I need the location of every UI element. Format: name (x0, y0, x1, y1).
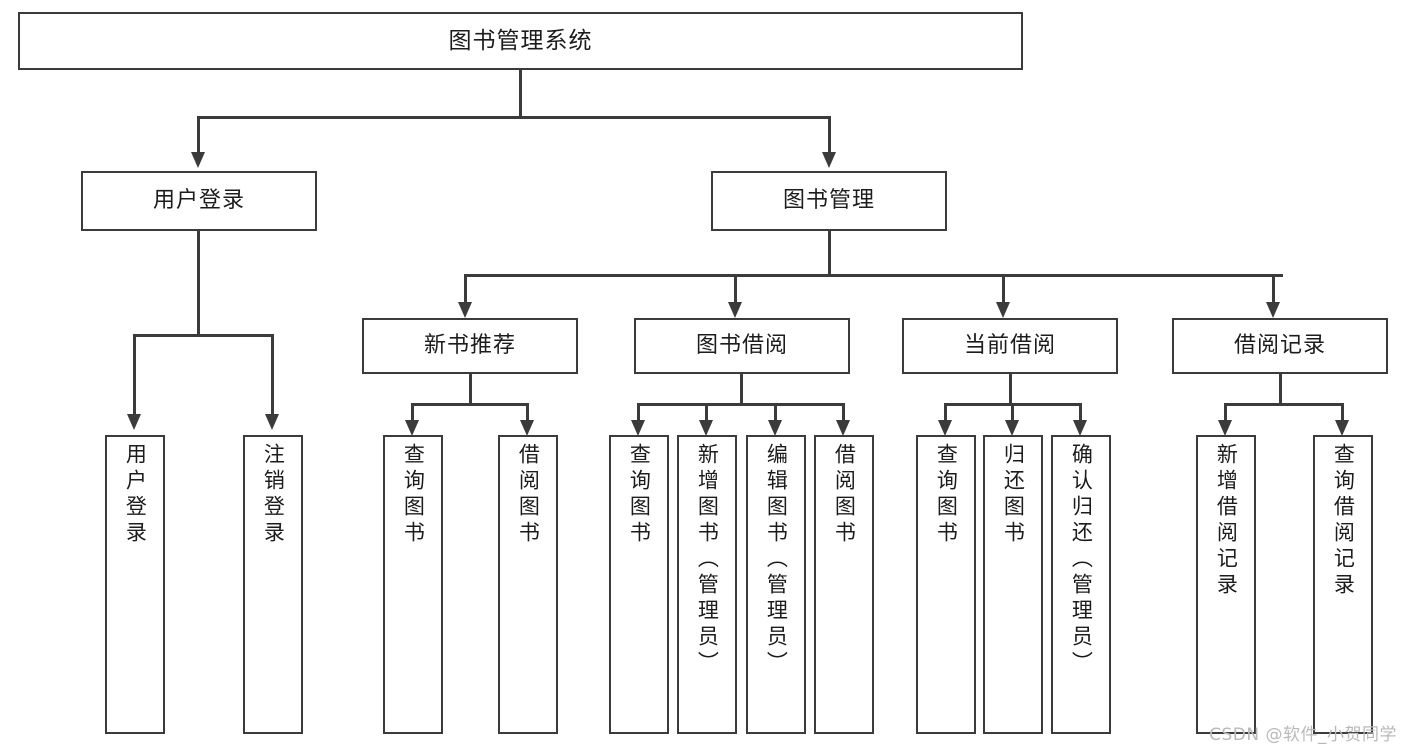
arrowhead-leaf-book-borrow-3 (768, 420, 782, 436)
node-label: 借阅记录 (1233, 333, 1326, 358)
leaf-book-borrow-borrow[interactable]: 借阅图书 (814, 435, 874, 734)
arrowhead-leaf-user-login-1 (127, 414, 141, 430)
connector-drop-book-management (828, 116, 831, 156)
connector-drop-leaf-new-book-1 (411, 403, 414, 425)
arrowhead-user-login (191, 152, 205, 168)
connector-drop-leaf-book-borrow-3 (774, 403, 777, 425)
leaf-user-login-login[interactable]: 用户登录 (105, 435, 165, 734)
node-new-book-recommend[interactable]: 新书推荐 (362, 318, 578, 374)
arrowhead-book-borrow (728, 302, 742, 318)
arrowhead-leaf-borrow-record-1 (1218, 420, 1232, 436)
arrowhead-leaf-current-borrow-3 (1073, 420, 1087, 436)
connector-current-borrow-stem (1009, 374, 1012, 404)
leaf-label: 新增借阅记录 (1214, 443, 1239, 599)
connector-book-borrow-bus (638, 403, 844, 406)
connector-drop-leaf-current-borrow-3 (1079, 403, 1082, 425)
connector-root-stem (519, 70, 522, 118)
leaf-label: 借阅图书 (516, 443, 541, 547)
connector-drop-leaf-user-login-2 (271, 334, 274, 418)
leaf-label: 注销登录 (261, 443, 286, 547)
node-label: 图书管理 (782, 188, 875, 213)
leaf-label: 用户登录 (123, 443, 148, 547)
node-label: 当前借阅 (963, 333, 1056, 358)
arrowhead-new-book (458, 302, 472, 318)
connector-user-login-stem (197, 231, 200, 335)
leaf-label: 新增图书（管理员） (695, 443, 720, 677)
connector-level2-bus (198, 116, 830, 119)
connector-drop-leaf-current-borrow-2 (1011, 403, 1014, 425)
node-label: 用户登录 (152, 188, 245, 213)
connector-user-login-bus (134, 334, 273, 337)
arrowhead-leaf-user-login-2 (265, 414, 279, 430)
leaf-label: 归还图书 (1001, 443, 1026, 547)
arrowhead-leaf-current-borrow-1 (938, 420, 952, 436)
arrowhead-borrow-record (1266, 302, 1280, 318)
node-label: 图书管理系统 (448, 27, 593, 54)
connector-drop-borrow-record (1272, 274, 1275, 306)
connector-borrow-record-stem (1279, 374, 1282, 404)
arrowhead-leaf-borrow-record-2 (1335, 420, 1349, 436)
connector-borrow-record-bus (1225, 403, 1343, 406)
arrowhead-leaf-new-book-2 (520, 420, 534, 436)
connector-book-borrow-stem (740, 374, 743, 404)
leaf-current-borrow-query[interactable]: 查询图书 (916, 435, 976, 734)
connector-drop-leaf-book-borrow-4 (842, 403, 845, 425)
connector-drop-user-login (197, 116, 200, 156)
leaf-label: 查询图书 (627, 443, 652, 547)
leaf-borrow-record-query[interactable]: 查询借阅记录 (1313, 435, 1373, 734)
leaf-book-borrow-query[interactable]: 查询图书 (609, 435, 669, 734)
node-label: 新书推荐 (423, 333, 516, 358)
leaf-label: 查询图书 (401, 443, 426, 547)
arrowhead-current-borrow (996, 302, 1010, 318)
arrowhead-leaf-new-book-1 (405, 420, 419, 436)
connector-drop-current-borrow (1002, 274, 1005, 306)
leaf-book-borrow-edit[interactable]: 编辑图书（管理员） (746, 435, 806, 734)
arrowhead-leaf-book-borrow-4 (836, 420, 850, 436)
connector-drop-leaf-current-borrow-1 (944, 403, 947, 425)
connector-drop-leaf-borrow-record-2 (1341, 403, 1344, 425)
csdn-watermark: CSDN @软件_小贺同学 (1209, 725, 1397, 745)
node-root-book-management-system[interactable]: 图书管理系统 (18, 12, 1023, 70)
node-book-borrow[interactable]: 图书借阅 (634, 318, 850, 374)
leaf-label: 查询图书 (934, 443, 959, 547)
node-book-management[interactable]: 图书管理 (711, 171, 947, 231)
connector-new-book-stem (469, 374, 472, 404)
connector-new-book-bus (412, 403, 528, 406)
leaf-current-borrow-return[interactable]: 归还图书 (983, 435, 1043, 734)
connector-level3-bus (465, 274, 1283, 277)
node-user-login[interactable]: 用户登录 (81, 171, 317, 231)
arrowhead-book-management (822, 152, 836, 168)
connector-drop-new-book (464, 274, 467, 306)
node-borrow-record[interactable]: 借阅记录 (1172, 318, 1388, 374)
connector-drop-book-borrow (734, 274, 737, 306)
leaf-new-book-query[interactable]: 查询图书 (383, 435, 443, 734)
leaf-borrow-record-add[interactable]: 新增借阅记录 (1196, 435, 1256, 734)
arrowhead-leaf-current-borrow-2 (1005, 420, 1019, 436)
leaf-label: 编辑图书（管理员） (764, 443, 789, 677)
node-current-borrow[interactable]: 当前借阅 (902, 318, 1118, 374)
connector-drop-leaf-book-borrow-2 (705, 403, 708, 425)
leaf-new-book-borrow[interactable]: 借阅图书 (498, 435, 558, 734)
connector-drop-leaf-borrow-record-1 (1224, 403, 1227, 425)
leaf-label: 确认归还（管理员） (1069, 443, 1094, 677)
leaf-user-login-logout[interactable]: 注销登录 (243, 435, 303, 734)
arrowhead-leaf-book-borrow-2 (699, 420, 713, 436)
connector-book-management-stem (828, 231, 831, 275)
leaf-label: 借阅图书 (832, 443, 857, 547)
leaf-book-borrow-add[interactable]: 新增图书（管理员） (677, 435, 737, 734)
connector-drop-leaf-new-book-2 (526, 403, 529, 425)
connector-drop-leaf-user-login-1 (133, 334, 136, 418)
arrowhead-leaf-book-borrow-1 (631, 420, 645, 436)
leaf-current-borrow-confirm-return[interactable]: 确认归还（管理员） (1051, 435, 1111, 734)
node-label: 图书借阅 (695, 333, 788, 358)
leaf-label: 查询借阅记录 (1331, 443, 1356, 599)
connector-drop-leaf-book-borrow-1 (637, 403, 640, 425)
